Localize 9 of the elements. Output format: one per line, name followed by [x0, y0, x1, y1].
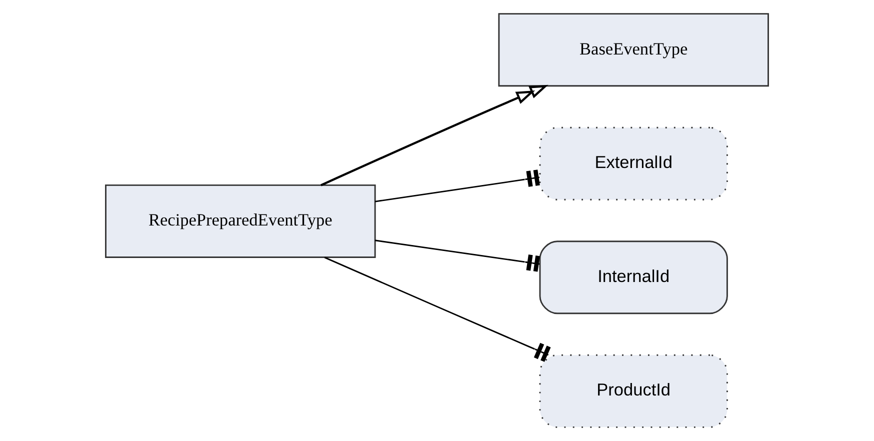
node-box: BaseEventType	[498, 13, 769, 87]
arrow	[320, 84, 548, 186]
connector	[324, 256, 551, 362]
node-box: ExternalId	[539, 126, 728, 200]
node-box: ProductId	[539, 354, 728, 428]
connector	[374, 240, 540, 272]
node-box: InternalId	[539, 240, 728, 314]
node-box: RecipePreparedEventType	[105, 184, 376, 258]
connector	[374, 170, 540, 202]
